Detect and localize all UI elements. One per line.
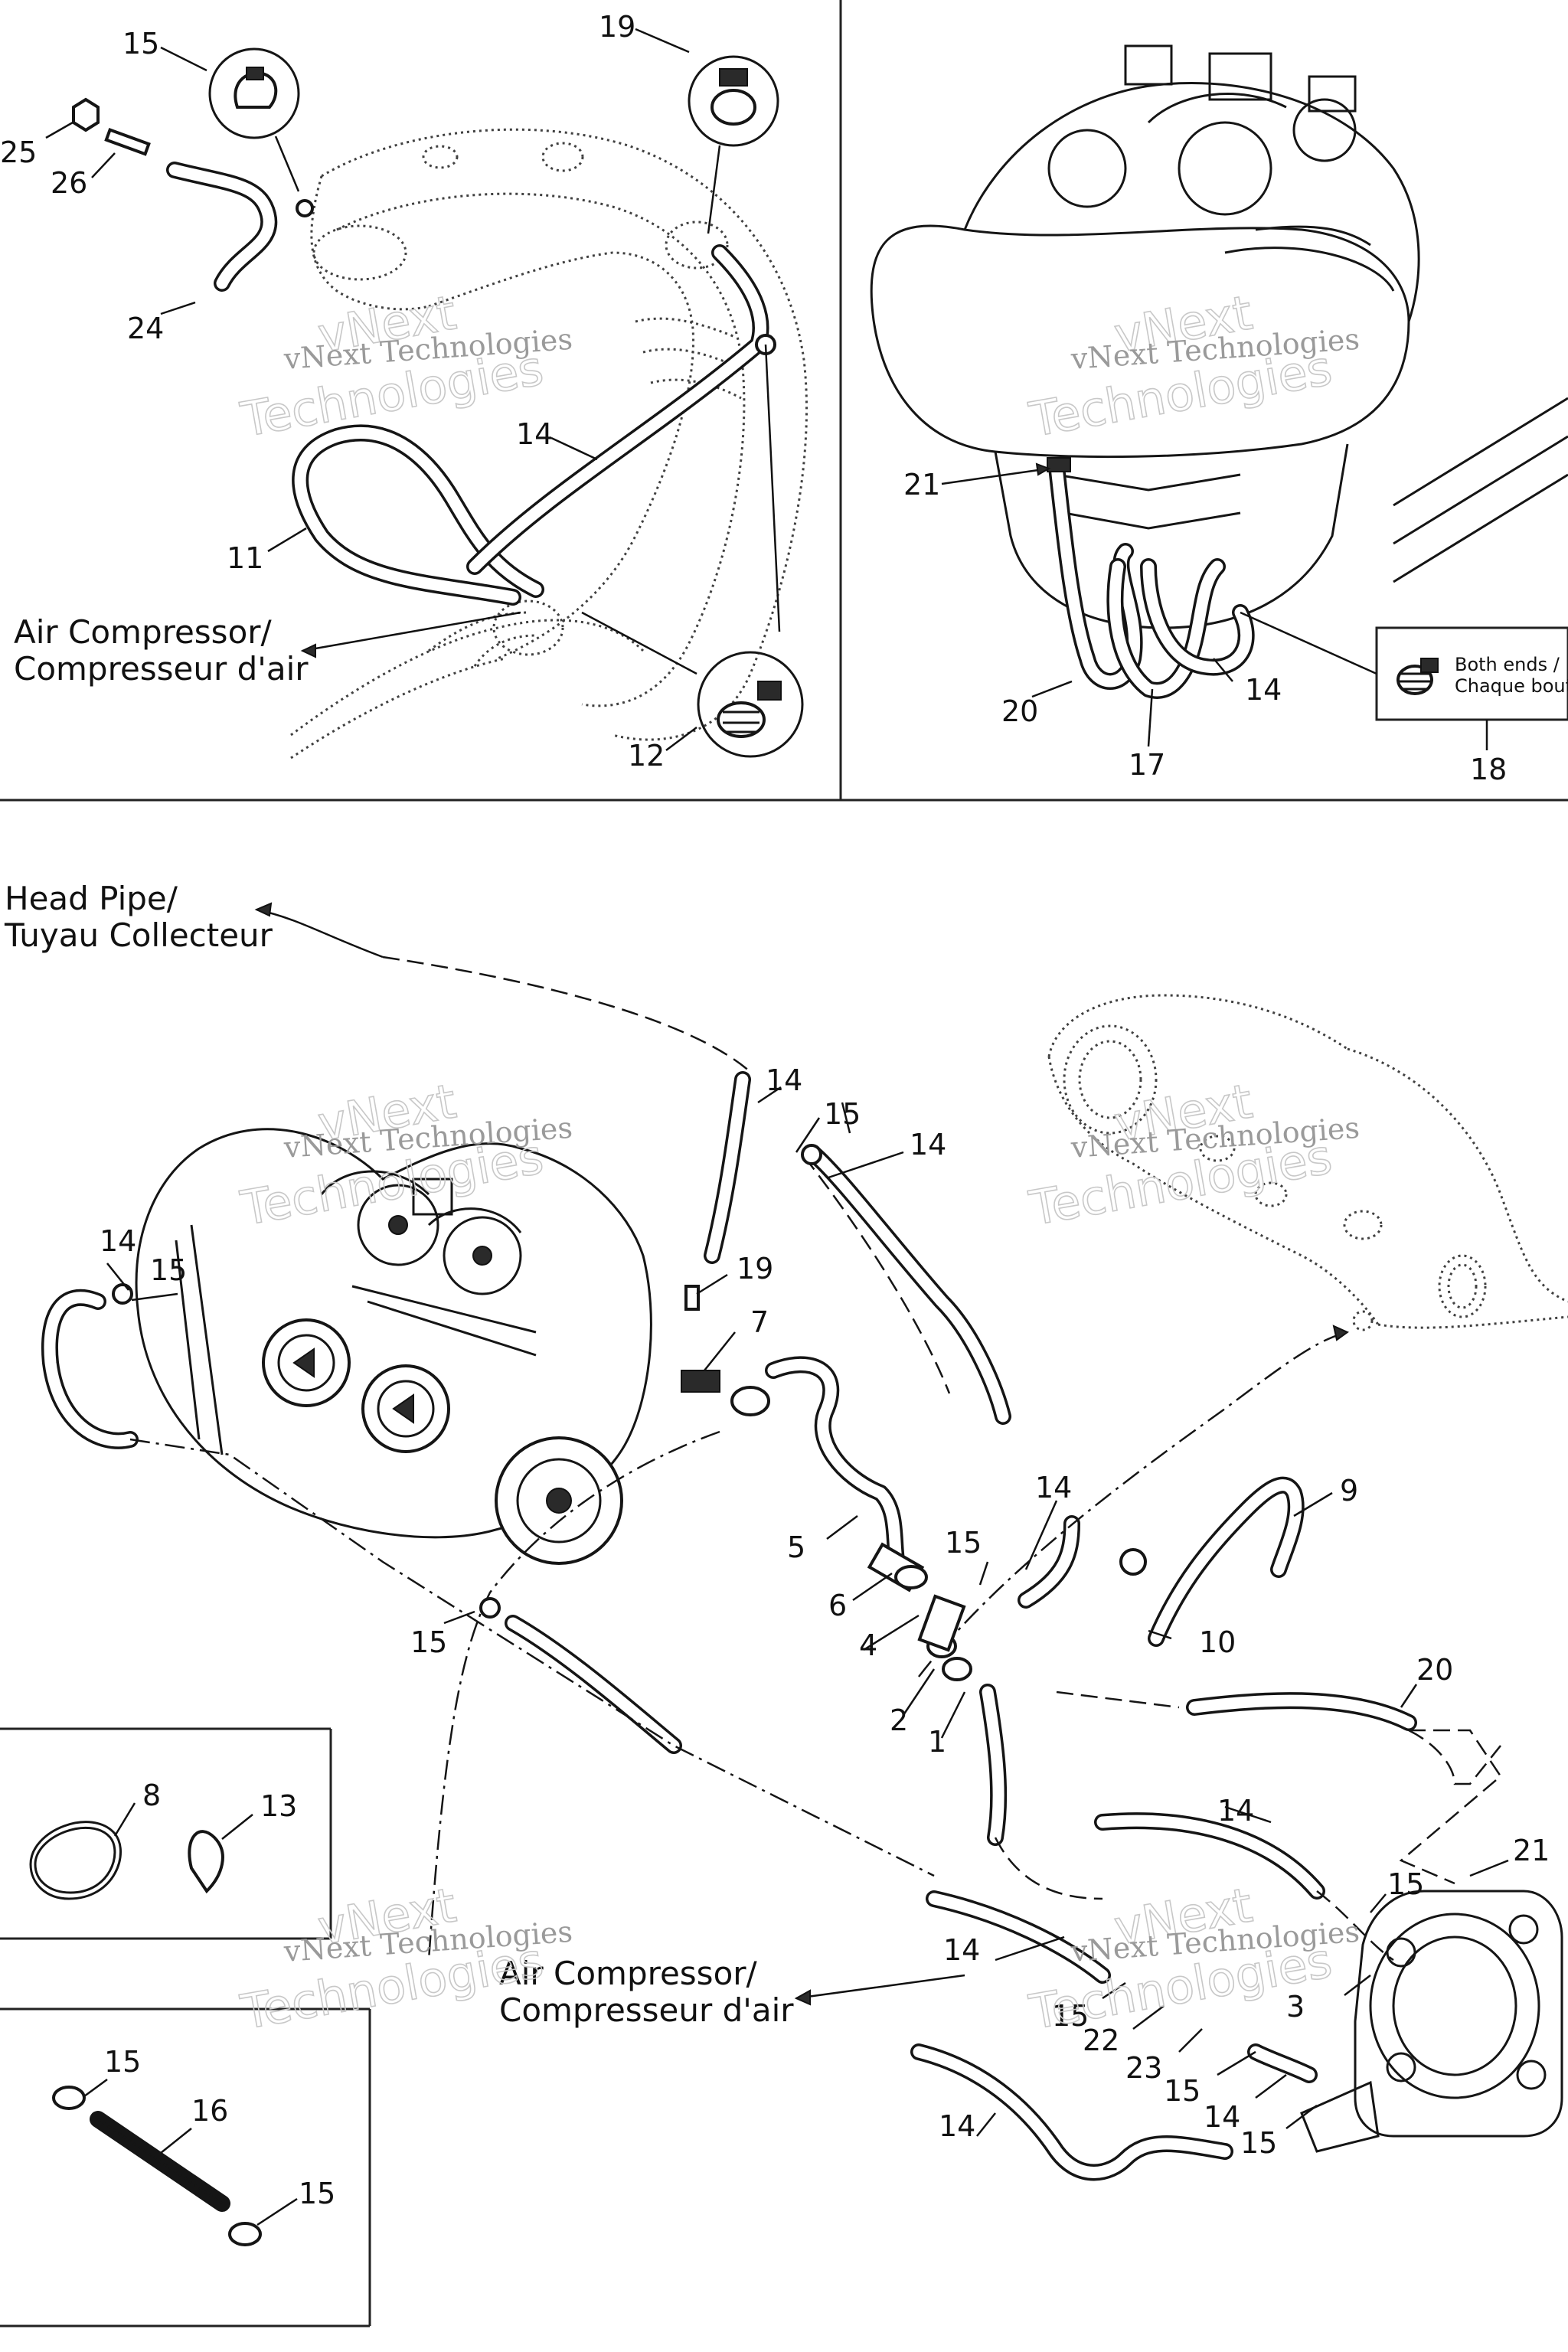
callout-20: 20	[1416, 1653, 1453, 1687]
callout-7: 7	[750, 1305, 769, 1339]
callout-22: 22	[1083, 2024, 1119, 2057]
head-pipe-label: Head Pipe/	[5, 880, 178, 917]
callout-4: 4	[859, 1628, 877, 1662]
callout-23: 23	[1125, 2051, 1162, 2085]
callout-18: 18	[1470, 753, 1507, 786]
callout-14: 14	[516, 417, 553, 451]
top-left-panel: 15 19 25 26 24 14 11 12 Air Compressor/ …	[0, 10, 808, 773]
callout-14: 14	[1245, 673, 1282, 707]
callout-26: 26	[51, 166, 87, 200]
watermarks: vNext Technologies vNext Technologies vN…	[236, 284, 1361, 2041]
callout-16: 16	[191, 2094, 228, 2128]
callout-14: 14	[910, 1128, 946, 1161]
callout-20: 20	[1001, 694, 1038, 728]
callout-25: 25	[0, 136, 37, 169]
callout-1: 1	[928, 1725, 946, 1759]
callout-15: 15	[104, 2045, 141, 2079]
exhaust-pipe-outline-bottom	[1047, 994, 1568, 1331]
callout-15: 15	[1164, 2074, 1200, 2108]
head-pipe-label-fr: Tuyau Collecteur	[4, 916, 273, 954]
callout-15: 15	[299, 2177, 335, 2210]
clamp-icon	[1396, 658, 1439, 695]
callout-6: 6	[828, 1589, 847, 1622]
callout-2: 2	[890, 1704, 908, 1737]
callout-15: 15	[150, 1253, 187, 1287]
callout-19: 19	[599, 10, 635, 44]
inset-oring	[29, 1802, 253, 1900]
air-compressor-label-top: Air Compressor/	[14, 613, 273, 651]
exhaust-pipe-outline	[290, 128, 808, 760]
callout-15: 15	[1387, 1867, 1424, 1901]
bottom-panel: Head Pipe/ Tuyau Collecteur	[4, 880, 1568, 2246]
both-ends-label: Both ends /	[1455, 654, 1560, 675]
callout-14: 14	[1217, 1794, 1254, 1828]
callout-15: 15	[1240, 2126, 1277, 2160]
callout-9: 9	[1340, 1474, 1358, 1508]
callout-10: 10	[1199, 1625, 1236, 1659]
air-compressor-label-bottom-fr: Compresseur d'air	[499, 1991, 794, 2029]
callout-8: 8	[142, 1779, 161, 1812]
callout-15: 15	[410, 1625, 447, 1659]
callout-14: 14	[939, 2109, 975, 2143]
callout-14: 14	[100, 1224, 136, 1258]
callout-17: 17	[1129, 748, 1165, 782]
callout-5: 5	[787, 1530, 805, 1564]
callout-21: 21	[1513, 1834, 1550, 1867]
callout-3: 3	[1286, 1990, 1305, 2024]
callout-15: 15	[824, 1097, 861, 1131]
callout-15: 15	[1052, 1999, 1089, 2033]
air-compressor-label-bottom: Air Compressor/	[499, 1955, 758, 1992]
callout-21: 21	[903, 468, 940, 501]
callout-14: 14	[943, 1933, 980, 1967]
callout-12: 12	[628, 739, 665, 773]
callout-13: 13	[260, 1789, 297, 1823]
callout-11: 11	[227, 541, 263, 575]
callout-14: 14	[1204, 2100, 1240, 2134]
callout-14: 14	[1035, 1471, 1072, 1504]
callout-15: 15	[122, 27, 159, 60]
air-compressor-label-top-fr: Compresseur d'air	[14, 650, 309, 688]
callout-19: 19	[737, 1252, 773, 1285]
pump-housing	[1300, 1890, 1563, 2153]
top-right-panel: Both ends / Chaque bout 21 20 17 14 18	[870, 44, 1568, 786]
callout-14: 14	[766, 1063, 802, 1097]
engine-outline-bottom	[135, 1128, 652, 1565]
callout-24: 24	[127, 312, 164, 345]
inset-spring	[52, 2078, 298, 2246]
callout-15: 15	[945, 1526, 982, 1560]
both-ends-label-fr: Chaque bout	[1455, 675, 1568, 697]
